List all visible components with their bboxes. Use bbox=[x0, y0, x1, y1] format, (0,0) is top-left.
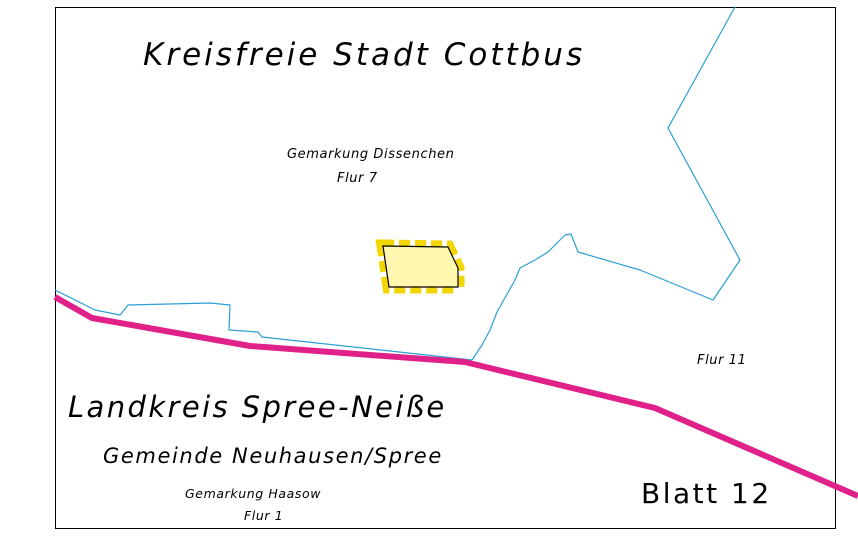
parcel-boundary-west bbox=[54, 289, 473, 361]
cadastral-district-south-label: Gemarkung Haasow bbox=[185, 486, 322, 501]
city-label: Kreisfreie Stadt Cottbus bbox=[143, 37, 586, 73]
sheet-number-label: Blatt 12 bbox=[641, 477, 772, 510]
district-boundary-line bbox=[53, 294, 858, 499]
district-label: Landkreis Spree-Neiße bbox=[68, 390, 447, 424]
parcel-boundary-east bbox=[471, 6, 741, 361]
municipality-label: Gemeinde Neuhausen/Spree bbox=[103, 444, 443, 468]
map-border bbox=[55, 7, 836, 529]
cadastral-district-north-label: Gemarkung Dissenchen bbox=[287, 147, 455, 162]
site-parcel bbox=[375, 239, 465, 294]
parcel-area-south-label: Flur 1 bbox=[244, 508, 284, 523]
parcel-area-east-label: Flur 11 bbox=[697, 353, 747, 368]
site-area bbox=[382, 245, 459, 288]
parcel-area-north-label: Flur 7 bbox=[337, 171, 378, 186]
